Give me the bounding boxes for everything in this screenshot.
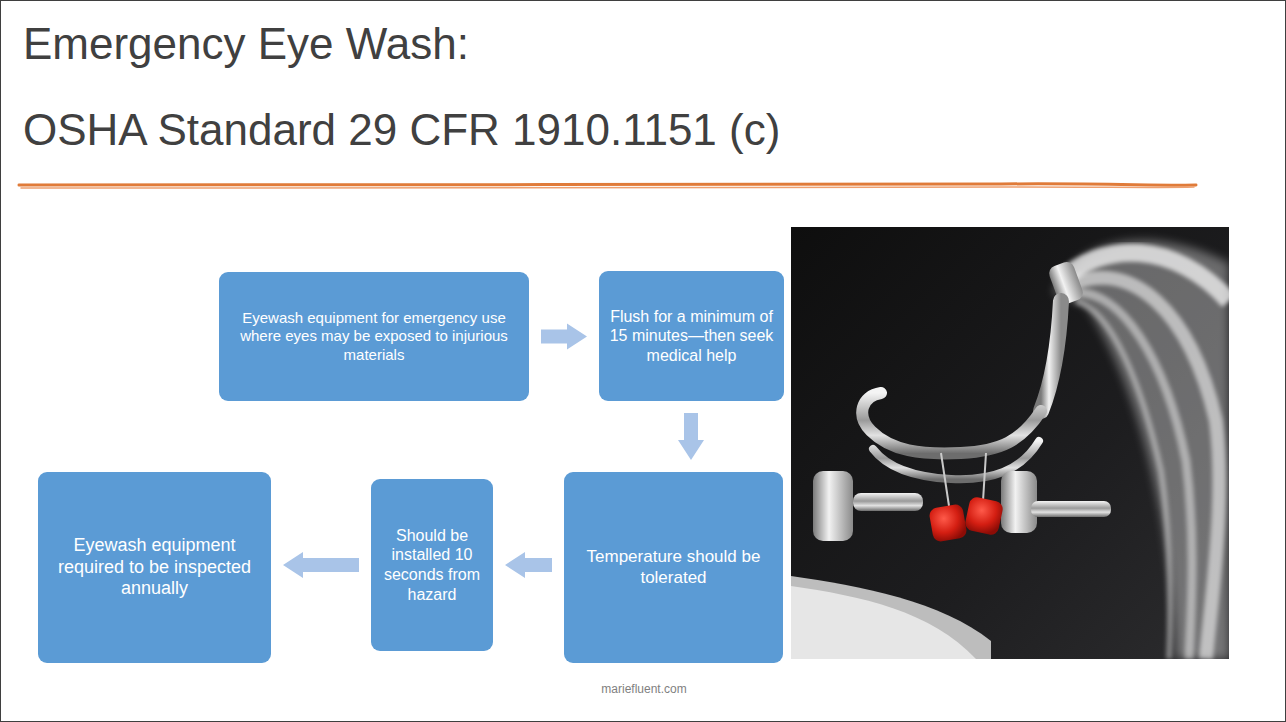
footer-text: mariefluent.com [601,682,686,696]
sink-bowl [791,576,991,659]
flow-arrow [505,552,552,578]
footer-note: mariefluent.com [1,682,1286,696]
dust-cap [964,496,1004,536]
process-box: Eyewash equipment required to be inspect… [38,472,271,663]
water-spray [1076,301,1170,659]
cap-cord [941,453,949,506]
faucet-handle [813,471,853,541]
process-box: Flush for a minimum of 15 minutes—then s… [599,271,784,401]
box-text: Should be installed 10 seconds from haza… [380,526,484,604]
water-spray [1067,278,1219,659]
cap-cord [983,453,986,501]
flow-arrow [541,324,587,350]
water-spray [1071,293,1192,659]
water-spray [1053,240,1229,659]
title-underline [21,187,1194,188]
flow-arrow [283,552,359,578]
title-underline [19,184,1196,185]
holder-bar [862,393,1041,453]
flow-arrow [678,413,704,460]
faucet-pipe [853,493,923,511]
faucet-pipe [1031,501,1111,517]
box-text: Eyewash equipment for emergency use wher… [228,309,520,364]
photo-ground [791,227,1229,659]
eyewash-photo [791,227,1229,659]
box-text: Temperature should be tolerated [573,547,774,588]
box-text: Eyewash equipment required to be inspect… [47,535,262,601]
faucet-handle [1001,471,1037,533]
slide-title: Emergency Eye Wash: OSHA Standard 29 CFR… [23,1,780,173]
process-box: Eyewash equipment for emergency use wher… [219,272,529,401]
box-text: Flush for a minimum of 15 minutes—then s… [608,307,775,366]
spout-pipe [1041,301,1061,411]
process-box: Temperature should be tolerated [564,472,783,663]
sink-bowl [791,586,976,659]
dust-cap [928,503,967,542]
process-box: Should be installed 10 seconds from haza… [371,479,493,651]
